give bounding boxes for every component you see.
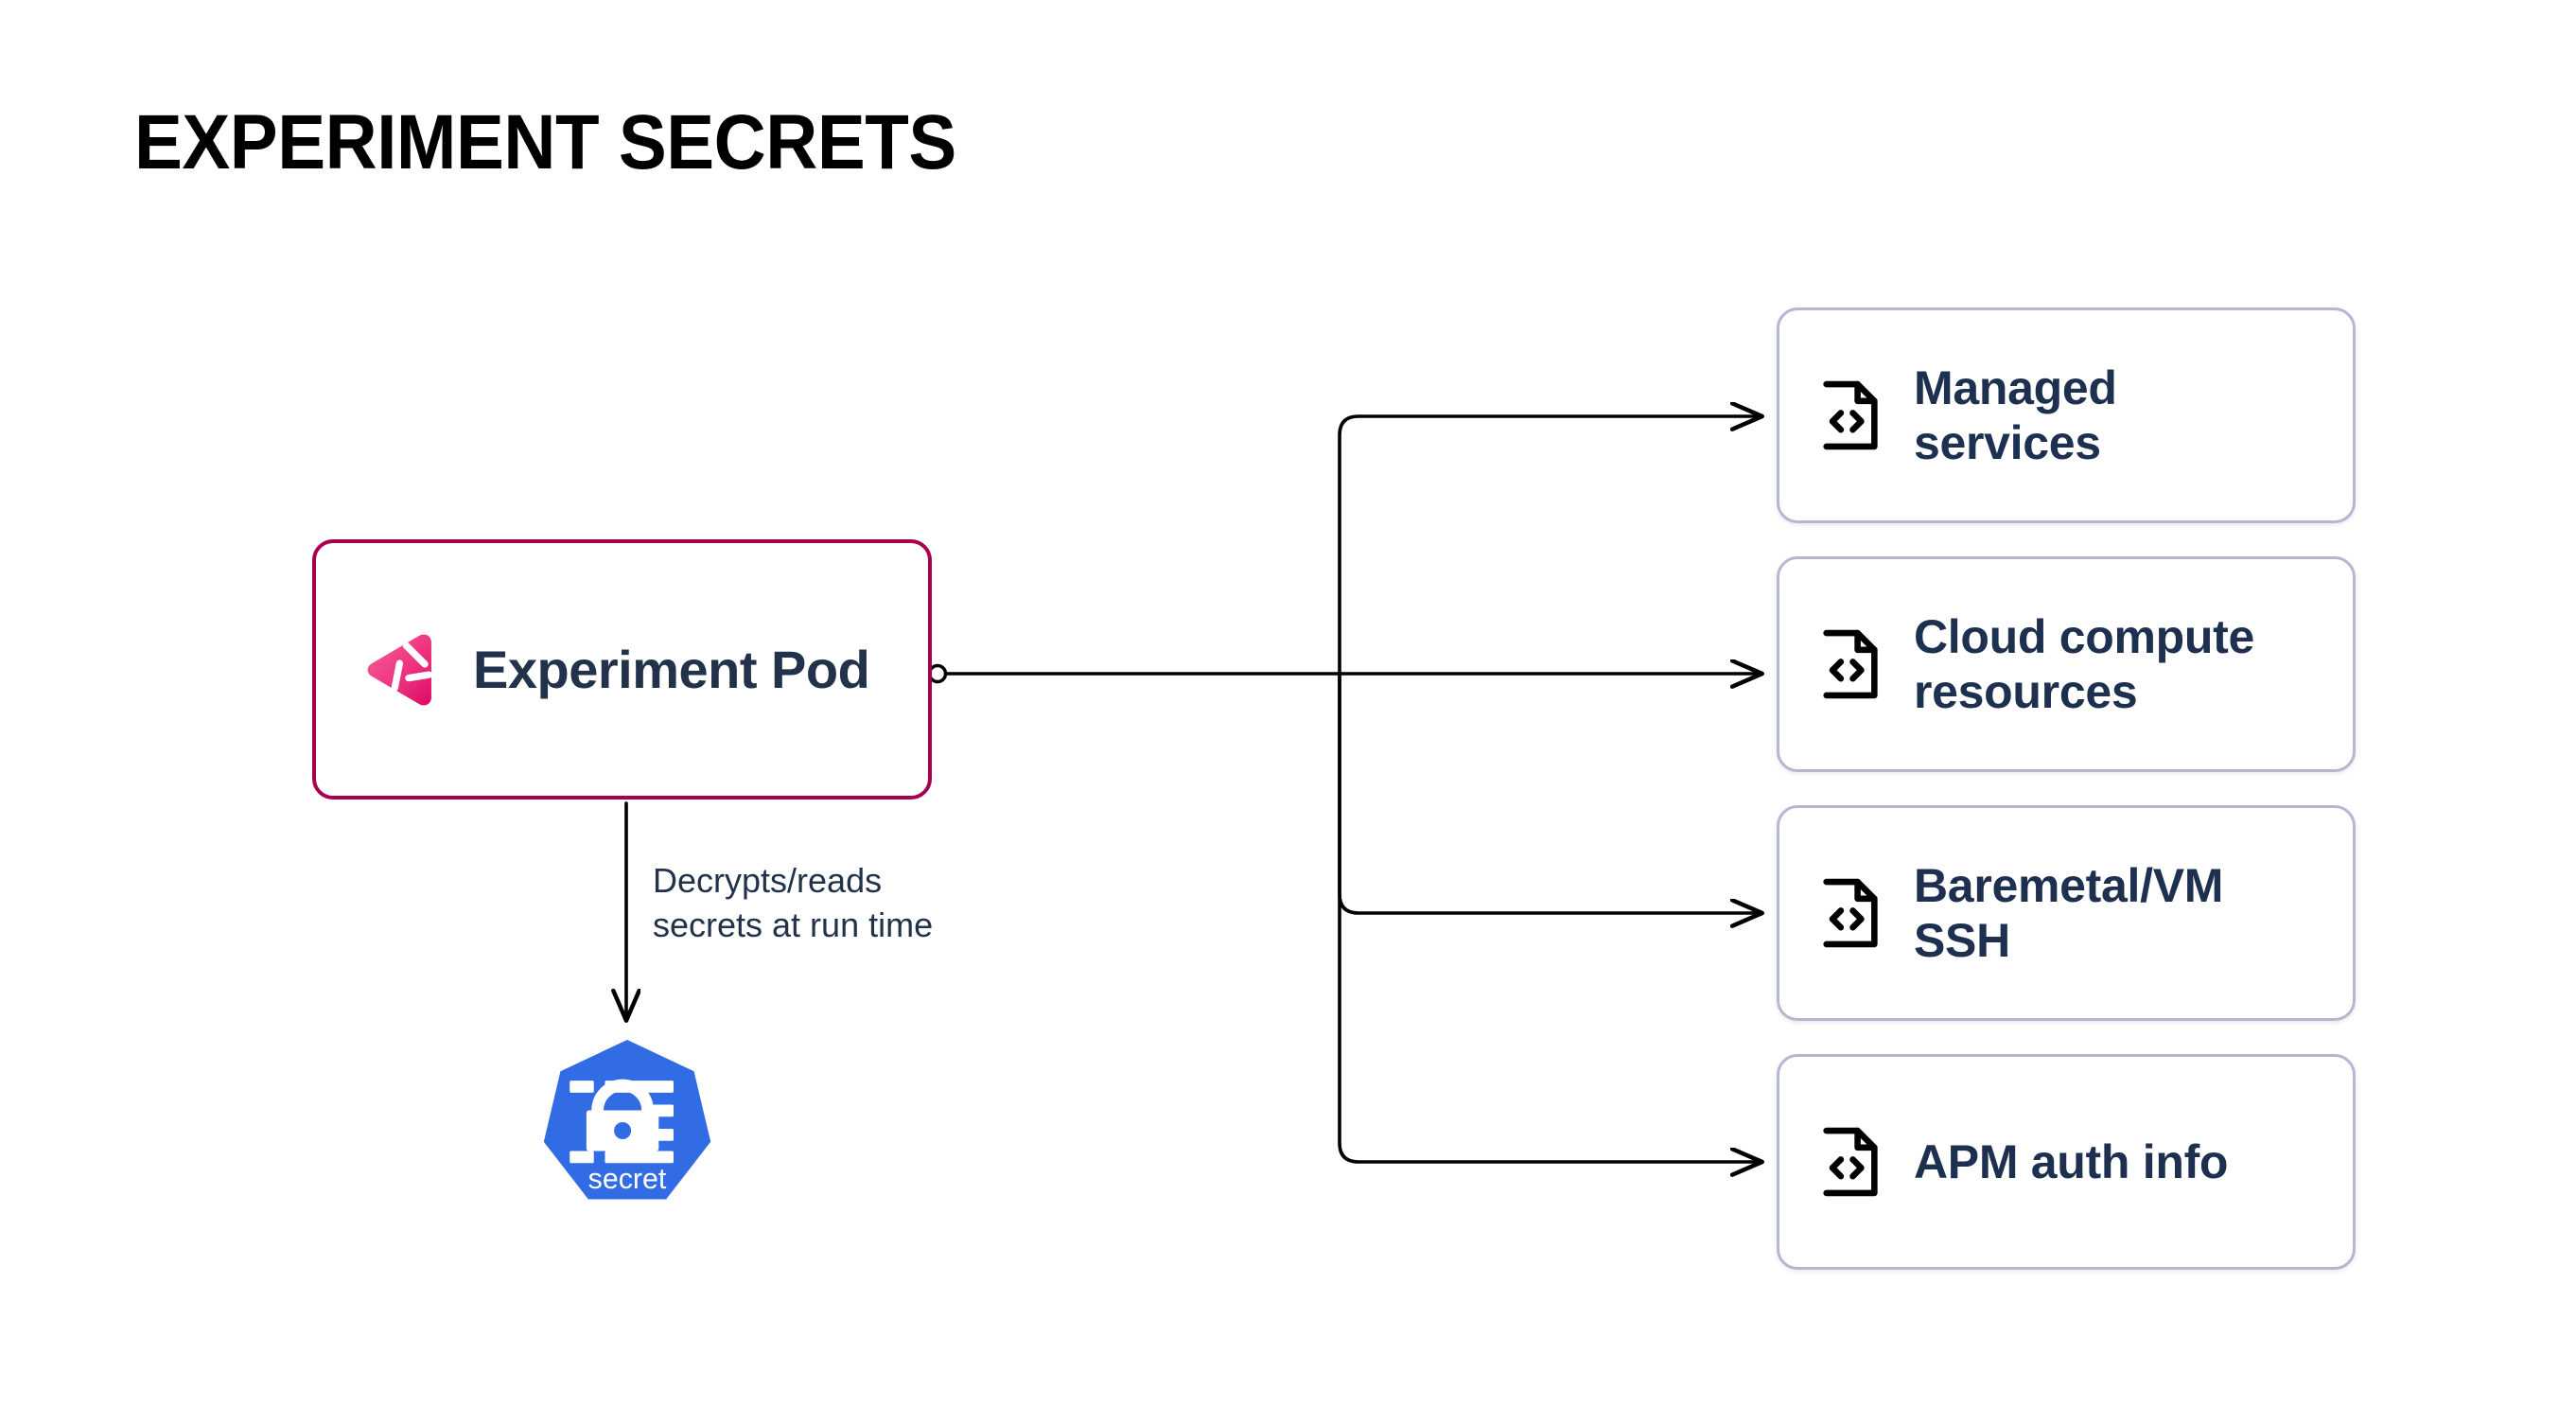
- target-card-baremetal-vm-ssh[interactable]: Baremetal/VM SSH: [1777, 805, 2356, 1021]
- target-card-managed-services[interactable]: Managed services: [1777, 308, 2356, 523]
- target-card-label: Cloud compute resources: [1914, 610, 2254, 718]
- code-file-icon: [1823, 878, 1878, 948]
- kubernetes-secret-icon: secret: [543, 1039, 711, 1200]
- target-card-label: APM auth info: [1914, 1135, 2229, 1188]
- edge-to-apm-auth: [1338, 672, 1761, 1162]
- edge-to-managed-services: [1338, 416, 1761, 676]
- target-card-label: Baremetal/VM SSH: [1914, 859, 2224, 967]
- target-card-apm-auth-info[interactable]: APM auth info: [1777, 1054, 2356, 1270]
- svg-text:secret: secret: [588, 1163, 667, 1195]
- page-title: EXPERIMENT SECRETS: [134, 99, 956, 185]
- kubernetes-secret-node[interactable]: secret: [534, 1036, 720, 1225]
- edge-to-baremetal-ssh: [1338, 672, 1761, 913]
- code-file-icon: [1823, 1127, 1878, 1197]
- decrypts-reads-secrets-label: Decrypts/reads secrets at run time: [653, 861, 934, 944]
- experiment-pod-label: Experiment Pod: [473, 640, 870, 699]
- code-file-icon: [1823, 629, 1878, 699]
- target-card-cloud-compute-resources[interactable]: Cloud compute resources: [1777, 556, 2356, 772]
- code-file-icon: [1823, 380, 1878, 450]
- target-card-label: Managed services: [1914, 361, 2117, 469]
- pod-output-port: [927, 663, 948, 684]
- gremlin-logo: [367, 634, 433, 705]
- experiment-pod-node[interactable]: Experiment Pod: [312, 539, 932, 800]
